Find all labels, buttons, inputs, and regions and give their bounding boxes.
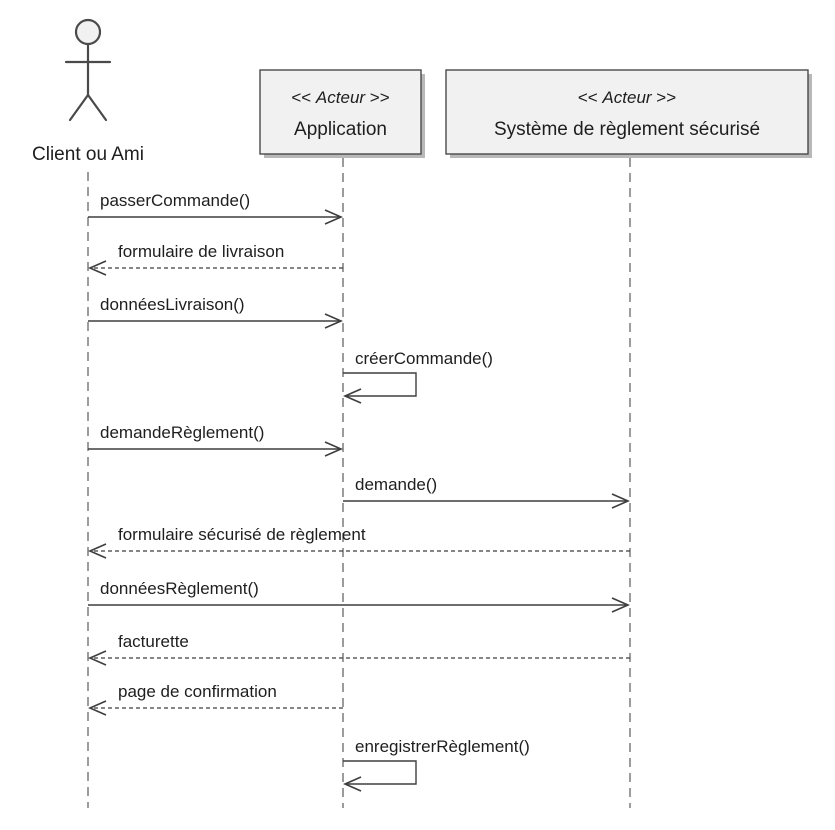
- messages-group: passerCommande() formulaire de livraison d…: [88, 191, 630, 792]
- message-arrowhead: [324, 209, 343, 225]
- message-formulaire-de-livraison: formulaire de livraison: [88, 242, 343, 276]
- message-label: créerCommande(): [355, 349, 493, 368]
- message-arrowhead: [611, 597, 630, 613]
- participant-application: << Acteur >> Application: [259, 69, 425, 158]
- message-formulaire-s-curis-de-r-glement: formulaire sécurisé de règlement: [88, 525, 630, 559]
- message-label: passerCommande(): [100, 191, 250, 210]
- message-label: donnéesRèglement(): [100, 579, 259, 598]
- message-cr-ercommande: créerCommande(): [343, 349, 493, 404]
- message-label: donnéesLivraison(): [100, 295, 245, 314]
- message-line: [343, 372, 417, 397]
- message-label: facturette: [118, 632, 189, 651]
- message-donn-eslivraison: donnéesLivraison(): [88, 295, 343, 329]
- message-label: demandeRèglement(): [100, 423, 264, 442]
- message-page-de-confirmation: page de confirmation: [88, 682, 343, 716]
- message-arrowhead: [88, 700, 107, 716]
- message-facturette: facturette: [88, 632, 630, 666]
- message-enregistrerr-glement: enregistrerRèglement(): [343, 737, 530, 792]
- message-arrowhead: [611, 493, 630, 509]
- participant-name: Système de règlement sécurisé: [494, 119, 760, 140]
- message-arrowhead: [324, 313, 343, 329]
- participant-stereotype: << Acteur >>: [291, 88, 389, 107]
- message-arrowhead: [88, 260, 107, 276]
- stick-figure-icon: [64, 18, 112, 122]
- message-label: enregistrerRèglement(): [355, 737, 530, 756]
- message-label: formulaire de livraison: [118, 242, 284, 261]
- message-donn-esr-glement: donnéesRèglement(): [88, 579, 630, 613]
- participant-name: Application: [294, 119, 387, 140]
- message-demande: demande(): [343, 475, 630, 509]
- participant-paiement: << Acteur >> Système de règlement sécuri…: [445, 69, 812, 158]
- message-arrowhead: [88, 543, 107, 559]
- message-passercommande: passerCommande(): [88, 191, 343, 225]
- participant-stereotype: << Acteur >>: [578, 88, 676, 107]
- message-arrowhead: [343, 388, 362, 404]
- actor-name: Client ou Ami: [32, 144, 144, 165]
- message-label: demande(): [355, 475, 437, 494]
- message-arrowhead: [88, 650, 107, 666]
- message-label: page de confirmation: [118, 682, 277, 701]
- message-arrowhead: [324, 441, 343, 457]
- message-line: [343, 760, 417, 785]
- message-demander-glement: demandeRèglement(): [88, 423, 343, 457]
- message-arrowhead: [343, 776, 362, 792]
- message-label: formulaire sécurisé de règlement: [118, 525, 366, 544]
